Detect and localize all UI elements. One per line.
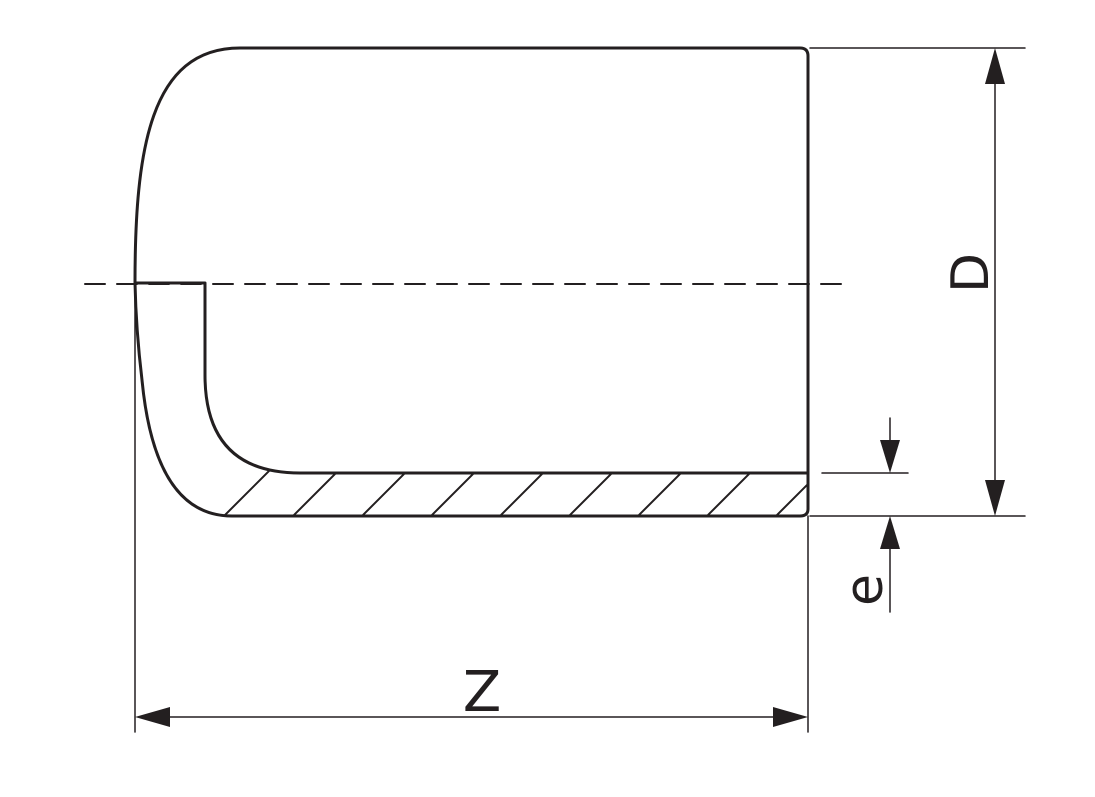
hatch-line [800,283,808,516]
hatch-line [593,283,808,516]
arrow-z-right [773,707,808,727]
section-hatching [179,120,1095,560]
dimension-label-z: Z [463,660,501,725]
arrow-e-down [880,440,900,473]
arrow-d-top [985,48,1005,84]
arrow-e-up [880,516,900,549]
hatch-line [317,283,759,516]
cap-upper-outline [133,46,810,285]
hatch-line [1008,120,1095,560]
hatch-line [179,283,621,516]
hatch-line [248,283,690,516]
dimension-label-e: e [835,574,895,606]
hatch-line [455,283,808,516]
arrow-d-bottom [985,480,1005,516]
arrow-z-left [135,707,170,727]
hatch-line [386,283,808,516]
cap-section-outline [133,281,810,518]
hatch-line [662,283,808,516]
dimension-label-d: D [941,253,1001,293]
hatch-line [939,120,1095,560]
hatch-line [524,283,808,516]
hatch-line [731,283,808,516]
hatch-line [870,120,1095,560]
hatch-line [1077,120,1095,560]
